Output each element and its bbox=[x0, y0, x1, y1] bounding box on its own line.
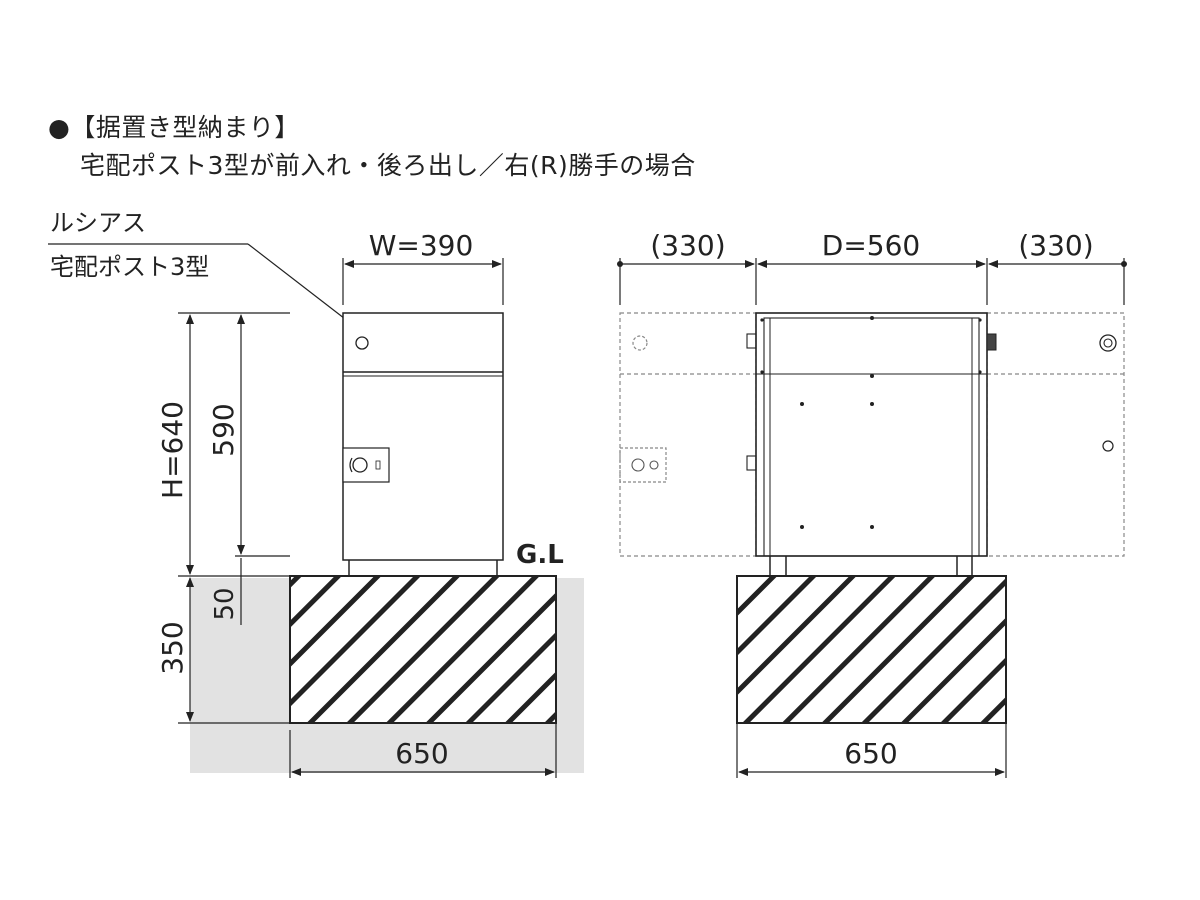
rivet bbox=[870, 525, 874, 529]
rivet bbox=[800, 525, 804, 529]
foundation-depth-label: 350 bbox=[156, 621, 189, 674]
rivet bbox=[978, 318, 982, 322]
rivet bbox=[978, 370, 982, 374]
front-mailbox-body bbox=[755, 312, 988, 557]
side-mailbox-body bbox=[342, 312, 504, 561]
side-lock-dial-icon bbox=[352, 457, 368, 473]
side-view: ルシアス 宅配ポスト3型 W=390 bbox=[48, 209, 584, 778]
rivet bbox=[800, 402, 804, 406]
front-view: (330) D=560 (330) bbox=[617, 229, 1127, 778]
rivet bbox=[870, 402, 874, 406]
rivet bbox=[760, 370, 764, 374]
side-top-lock-icon bbox=[355, 336, 369, 350]
right-door-label: (330) bbox=[1018, 229, 1093, 262]
depth-label: D=560 bbox=[822, 229, 920, 262]
rivet bbox=[870, 374, 874, 378]
product-name-line1: ルシアス bbox=[50, 209, 146, 237]
front-foundation-width-label: 650 bbox=[844, 737, 897, 770]
front-foundation bbox=[736, 575, 1007, 724]
leg-height-label: 50 bbox=[210, 587, 240, 620]
diagram-subtitle: 宅配ポスト3型が前入れ・後ろ出し／右(R)勝手の場合 bbox=[80, 151, 696, 180]
gravel-left bbox=[190, 578, 290, 773]
right-door-lock-inner bbox=[1103, 338, 1113, 348]
right-door-knob-icon bbox=[1102, 440, 1114, 452]
side-lock-handle-icon bbox=[349, 457, 353, 473]
gravel-right bbox=[556, 578, 584, 723]
side-lock-indicator bbox=[375, 460, 381, 470]
right-door-lock-icon bbox=[1099, 334, 1117, 352]
left-hinge-bottom bbox=[746, 455, 757, 471]
side-lock-plate bbox=[342, 447, 390, 483]
body-height-label: 590 bbox=[207, 403, 240, 456]
left-door-hole-icon bbox=[632, 335, 648, 351]
gravel-bottom bbox=[290, 723, 584, 773]
height-label: H=640 bbox=[156, 401, 189, 499]
left-hinge-top bbox=[746, 333, 757, 349]
rivet bbox=[760, 318, 764, 322]
side-foundation-width-label: 650 bbox=[395, 737, 448, 770]
left-door-label: (330) bbox=[650, 229, 725, 262]
right-latch bbox=[986, 333, 997, 351]
width-label: W=390 bbox=[369, 229, 474, 262]
rivet bbox=[870, 316, 874, 320]
diagram-title: ●【据置き型納まり】 bbox=[48, 113, 300, 142]
product-name-line2: 宅配ポスト3型 bbox=[50, 253, 209, 281]
left-door-key-icon bbox=[649, 460, 659, 470]
left-door-lock-plate bbox=[619, 447, 667, 483]
left-dim-end-dot bbox=[617, 261, 623, 267]
side-foundation bbox=[289, 575, 557, 724]
ground-level-label: G.L bbox=[516, 540, 564, 570]
left-door-lock-icon bbox=[631, 458, 645, 472]
right-dim-end-dot bbox=[1121, 261, 1127, 267]
